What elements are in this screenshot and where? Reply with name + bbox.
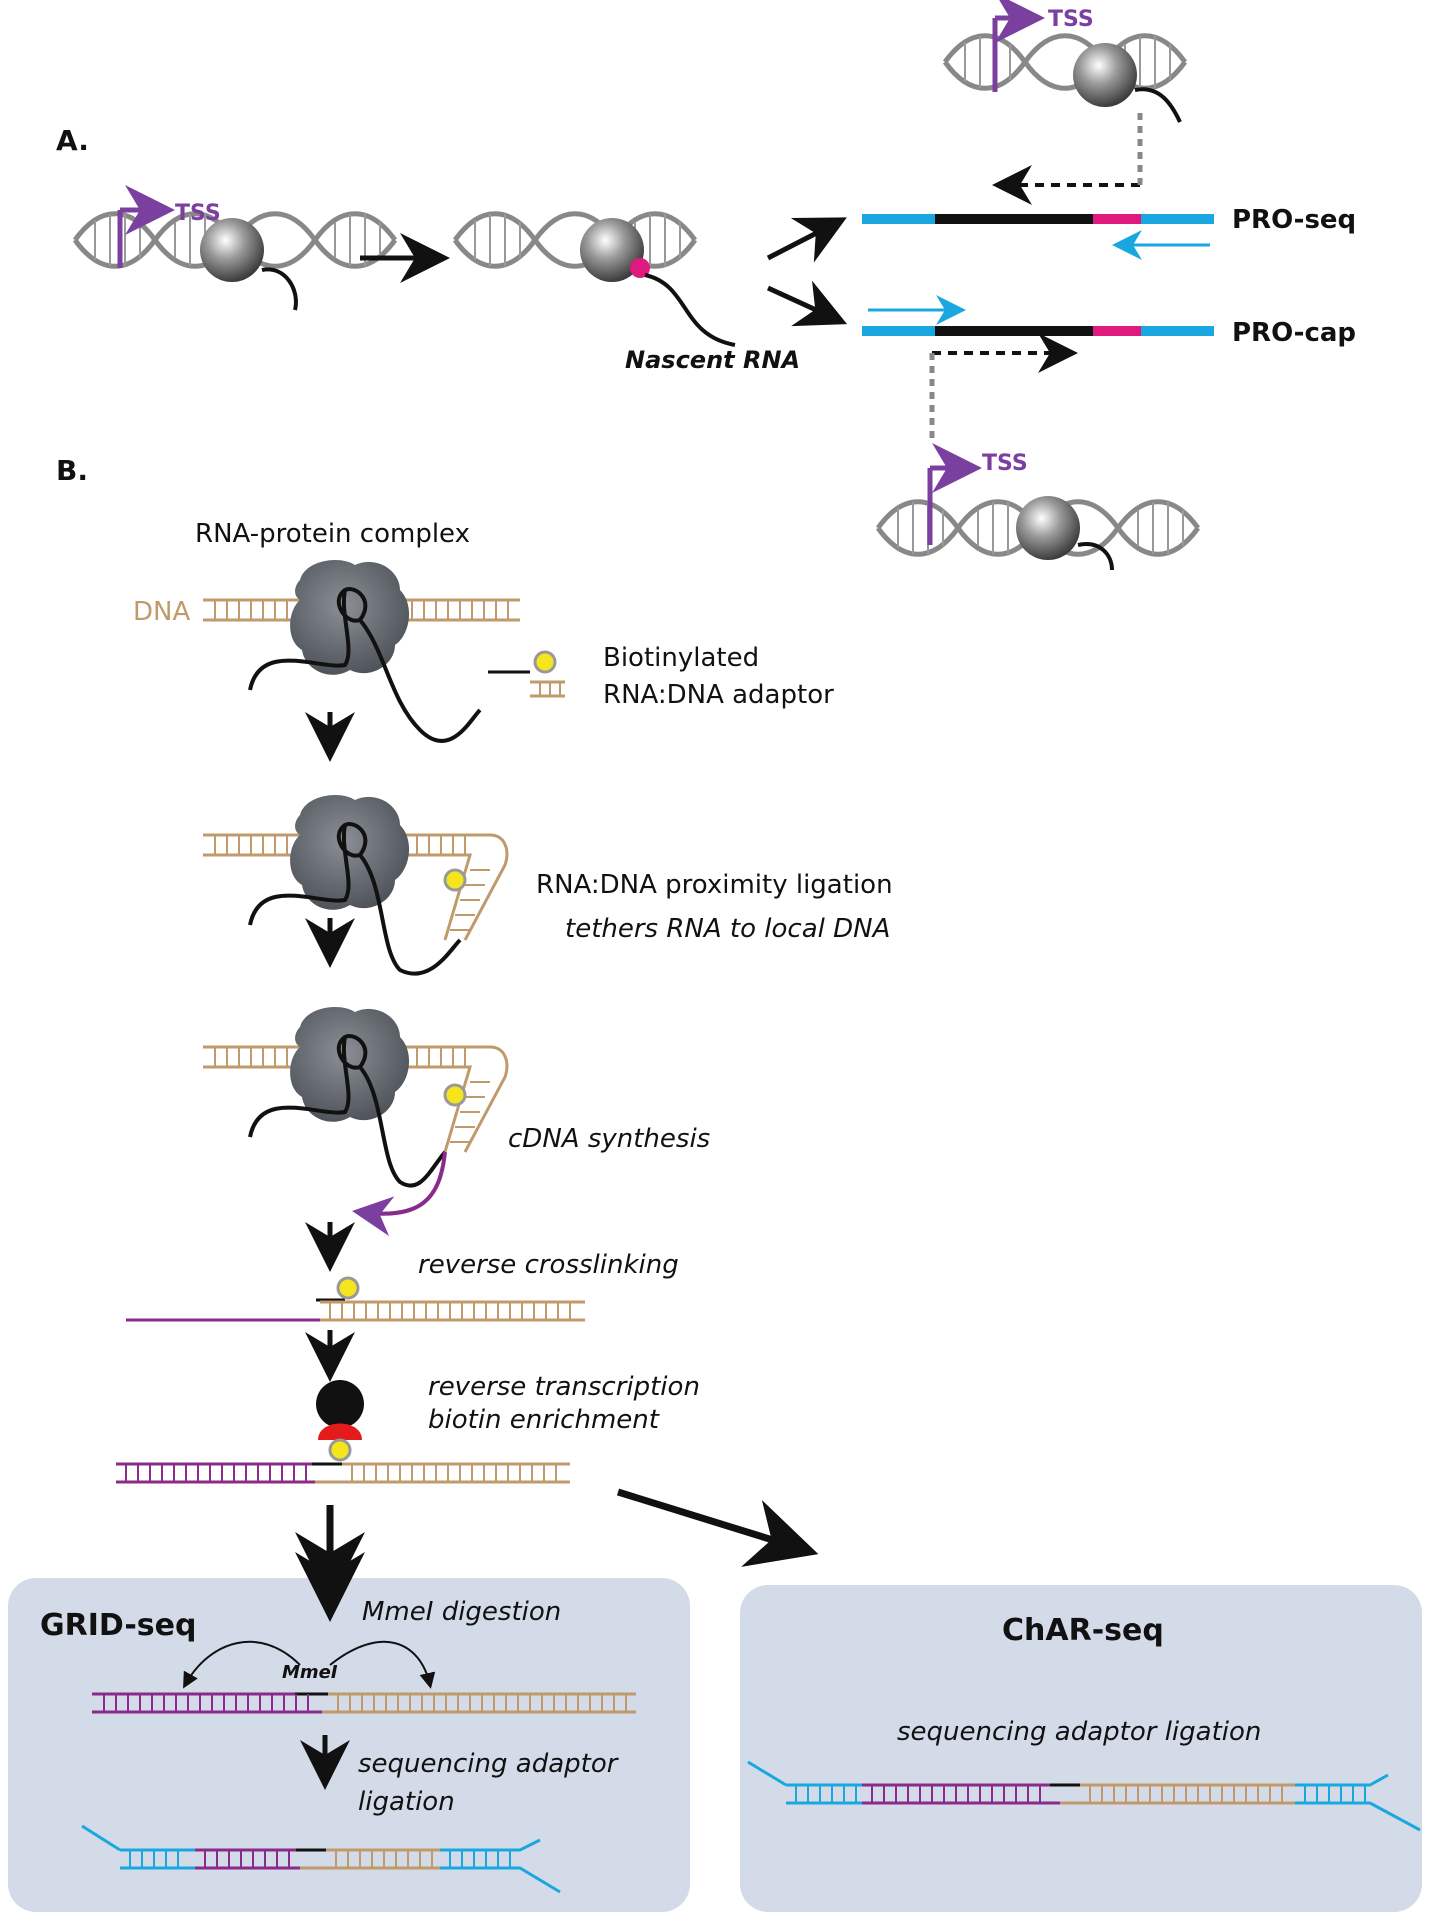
mmei-digestion-label: MmeI digestion	[362, 1597, 561, 1627]
rna-polymerase-bottom	[1016, 496, 1080, 560]
rt-line2: biotin enrichment	[428, 1405, 660, 1435]
grid-seq-duplex	[92, 1692, 636, 1714]
nascent-rna-label: Nascent RNA	[625, 346, 800, 374]
char-seq-title: ChAR-seq	[1002, 1613, 1164, 1648]
crosslink-product	[126, 1276, 585, 1322]
mmei-cut-arc-right	[329, 1640, 436, 1689]
pro-seq-label: PRO-seq	[1232, 205, 1356, 235]
adaptor-line2: RNA:DNA adaptor	[603, 680, 834, 710]
adaptor-line1: Biotinylated	[603, 643, 759, 673]
rna-strand-1	[248, 587, 482, 743]
biotin-dot-step2	[443, 868, 467, 892]
dna-helix-top	[942, 33, 1188, 91]
nascent-rna-bottom	[1077, 542, 1114, 571]
branch-arrow-pro-seq	[766, 217, 847, 263]
mmei-cut-arc-left	[183, 1640, 301, 1689]
cdna-strand-icon	[352, 1151, 447, 1237]
biotin-adaptor-icon	[488, 650, 565, 698]
grid-adaptor-line2: ligation	[358, 1787, 455, 1817]
rna-polymerase-2	[580, 218, 644, 282]
pro-cap-read	[862, 326, 1214, 336]
biotin-nucleotide-dot	[630, 258, 650, 278]
tss-label-top: TSS	[1048, 7, 1094, 32]
rna-polymerase-1	[200, 218, 264, 282]
pro-seq-read	[862, 214, 1214, 224]
mmei-site-label: MmeI	[282, 1662, 338, 1683]
streptavidin-cup	[318, 1423, 362, 1440]
nascent-rna-2	[644, 273, 736, 347]
rna-strand-3	[248, 1034, 447, 1188]
nascent-rna-1	[261, 267, 298, 311]
dna-helix-2	[452, 211, 698, 269]
dna-label: DNA	[133, 597, 190, 627]
tss-label-left: TSS	[175, 201, 221, 226]
branch-arrow-pro-cap	[766, 280, 848, 327]
streptavidin-bead	[316, 1380, 364, 1428]
char-seq-panel	[740, 1585, 1422, 1912]
biotin-dot-step5	[328, 1438, 352, 1462]
grid-adaptor-line1: sequencing adaptor	[358, 1749, 620, 1779]
nascent-rna-top	[1134, 87, 1182, 123]
char-seq-final-library	[747, 1760, 1421, 1832]
arrow-to-char-seq	[616, 1488, 819, 1567]
reverse-crosslinking-label: reverse crosslinking	[418, 1250, 679, 1280]
biotin-dot-step3	[443, 1083, 467, 1107]
panel-a-label: A.	[56, 124, 89, 157]
tss-label-bottom: TSS	[982, 451, 1028, 476]
ligation-line1: RNA:DNA proximity ligation	[536, 870, 893, 900]
complex-title: RNA-protein complex	[195, 519, 470, 549]
grid-seq-title: GRID-seq	[40, 1608, 196, 1643]
panel-b-label: B.	[56, 454, 88, 487]
grid-seq-final-library	[81, 1824, 561, 1894]
dna-ladder-step3	[203, 1045, 509, 1153]
rna-polymerase-top	[1073, 43, 1137, 107]
ligation-line2: tethers RNA to local DNA	[565, 914, 890, 944]
char-seq-adaptor-label: sequencing adaptor ligation	[897, 1717, 1261, 1747]
cdna-label: cDNA synthesis	[508, 1124, 710, 1154]
rna-strand-2	[248, 822, 462, 976]
rt-line1: reverse transcription	[428, 1372, 700, 1402]
pro-cap-label: PRO-cap	[1232, 318, 1356, 348]
duplex-product	[116, 1462, 570, 1484]
